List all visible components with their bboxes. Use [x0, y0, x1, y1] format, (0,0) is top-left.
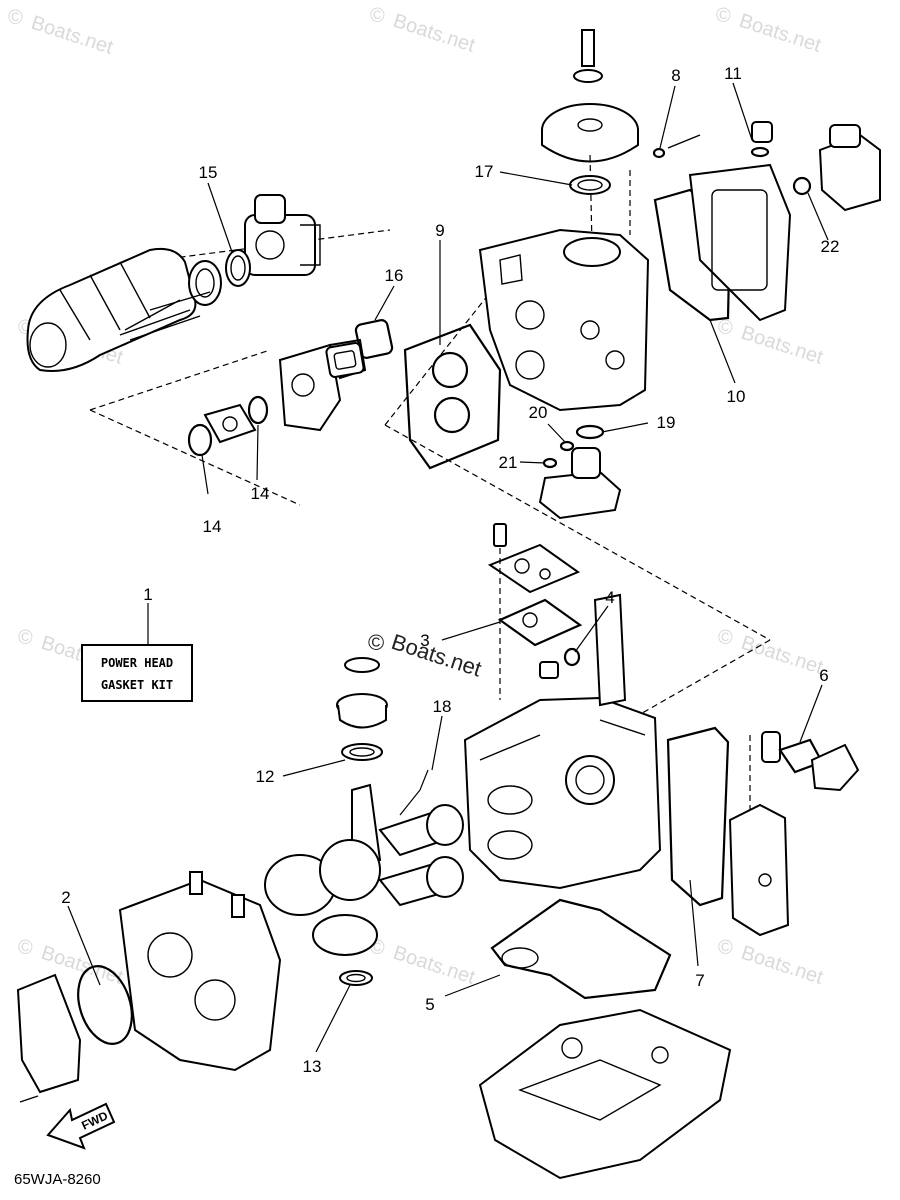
exhaust-outer-cover: [688, 163, 792, 322]
carburetor: [244, 194, 321, 276]
part-8-seal: [652, 147, 666, 159]
silencer-bolt: [129, 315, 201, 341]
thermostat-cover: [792, 124, 881, 212]
watermark-text: Boats.net: [390, 942, 478, 989]
kit-label-line2: GASKET KIT: [101, 678, 173, 692]
part-13-seal: [339, 970, 373, 986]
callout-14-left: 14: [203, 517, 222, 536]
watermark-copyright: ©: [718, 317, 733, 339]
part-7-gasket: [666, 726, 730, 907]
callout-9: 9: [435, 221, 444, 240]
exhaust-cover-lower: [728, 803, 790, 937]
water-jacket-fitting: [538, 424, 622, 520]
callout-20: 20: [529, 403, 548, 422]
part-5-gasket: [490, 898, 672, 1000]
callout-16: 16: [385, 266, 404, 285]
part-21-seal: [542, 457, 558, 469]
callout-17: 17: [475, 162, 494, 181]
watermark-copyright: ©: [8, 7, 23, 29]
part-11-gasket: [750, 146, 770, 158]
upper-bearing-stack: [336, 657, 388, 761]
diagram-code: 65WJA-8260: [14, 1171, 101, 1188]
part-14-oring-b: [247, 395, 269, 425]
part-5-gasket-hole: [501, 947, 539, 969]
part-19-oring: [575, 424, 605, 440]
watermark-copyright-center: ©: [368, 630, 384, 655]
watermark-copyright: ©: [18, 937, 33, 959]
watermark-text-center: Boats.net: [388, 629, 484, 682]
callout-1: 1: [143, 585, 152, 604]
callout-13: 13: [303, 1057, 322, 1076]
watermark-copyright: ©: [370, 5, 385, 27]
part-6-housing: [761, 731, 860, 792]
crankcase: [118, 871, 282, 1072]
crankshaft: [264, 783, 382, 956]
crankcase-side-plate: [16, 973, 82, 1103]
part-17-oil-seal: [569, 175, 611, 195]
part-10-cover-gasket: [653, 188, 732, 322]
callout-14-right: 14: [251, 484, 270, 503]
power-head-gasket-kit-label: POWER HEAD GASKET KIT: [81, 644, 193, 702]
silencer-bolt: [149, 291, 211, 311]
callout-19: 19: [657, 413, 676, 432]
watermark-text: Boats.net: [738, 322, 826, 369]
part-18-pin: [399, 769, 429, 816]
cylinder-block: [463, 593, 662, 890]
lower-casing: [478, 1008, 732, 1180]
part-14-oring-a: [187, 423, 213, 457]
thermostat-cap: [750, 121, 773, 158]
part-16-gasket: [354, 319, 394, 359]
callout-8: 8: [671, 66, 680, 85]
intake-silencer: [26, 247, 197, 372]
pistons: [378, 804, 464, 907]
cover-bolt: [667, 134, 701, 149]
leader-lines: [67, 82, 829, 1053]
kit-label-line1: POWER HEAD: [101, 656, 173, 670]
carb-dash-bottom: [89, 409, 301, 506]
head-dash-left: [384, 279, 501, 426]
cylinder-head-upper: [478, 228, 650, 412]
flywheel-axis-dash: [589, 154, 593, 246]
watermark-copyright: ©: [718, 937, 733, 959]
callout-15: 15: [199, 163, 218, 182]
callout-numbers: 1 2 3 4 5 6 7 8 9 10 11 12 13 14 14 15 1…: [61, 64, 839, 1076]
part-12-seal: [341, 743, 383, 761]
callout-7: 7: [695, 971, 704, 990]
reed-plate: [325, 342, 365, 378]
part-15-gasket: [225, 249, 251, 287]
watermark-copyright: ©: [718, 627, 733, 649]
part-4-plug: [539, 647, 581, 679]
callout-21: 21: [499, 453, 518, 472]
watermark-text: Boats.net: [390, 10, 478, 57]
watermark-text: Boats.net: [738, 942, 826, 989]
watermark-copyright: ©: [716, 5, 731, 27]
callout-11: 11: [724, 64, 742, 83]
callout-12: 12: [256, 767, 275, 786]
callout-22: 22: [821, 237, 840, 256]
part-22-oring: [792, 176, 812, 196]
block-dash-right: [629, 639, 771, 721]
flywheel: [541, 29, 639, 163]
carb-spacer: [203, 403, 257, 444]
callout-4: 4: [605, 588, 614, 607]
watermark-text: Boats.net: [736, 10, 824, 57]
callout-3: 3: [420, 631, 429, 650]
part-3-plate-assembly: [487, 523, 583, 647]
part-9-head-gasket: [403, 323, 502, 470]
callout-5: 5: [425, 995, 434, 1014]
watermark-text: Boats.net: [28, 12, 116, 59]
part-20-seal: [559, 440, 575, 452]
callout-6: 6: [819, 666, 828, 685]
forward-arrow: FWD: [46, 1102, 116, 1150]
watermark-copyright: ©: [18, 627, 33, 649]
carb-gaskets: [188, 249, 251, 306]
watermark-text: Boats.net: [738, 632, 826, 679]
callout-10: 10: [727, 387, 746, 406]
callout-18: 18: [433, 697, 452, 716]
callout-2: 2: [61, 888, 70, 907]
carb-dash-side: [89, 349, 271, 411]
